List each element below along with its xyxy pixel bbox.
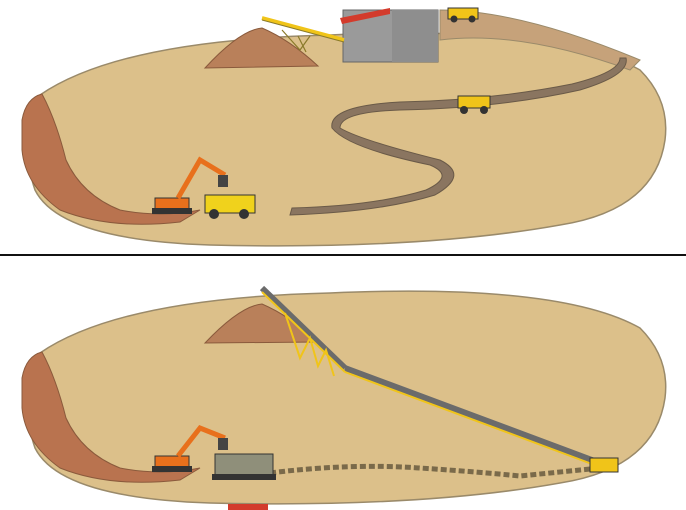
bottom-scene-conveyor bbox=[0, 258, 686, 510]
mobile-crusher-icon bbox=[212, 454, 276, 480]
bottom-scene-svg bbox=[0, 258, 686, 510]
conveyor-head-icon bbox=[590, 458, 618, 472]
red-marker bbox=[228, 504, 268, 510]
panel-divider bbox=[0, 254, 686, 256]
top-scene-svg bbox=[0, 0, 686, 255]
top-scene-haul-trucks bbox=[0, 0, 686, 255]
